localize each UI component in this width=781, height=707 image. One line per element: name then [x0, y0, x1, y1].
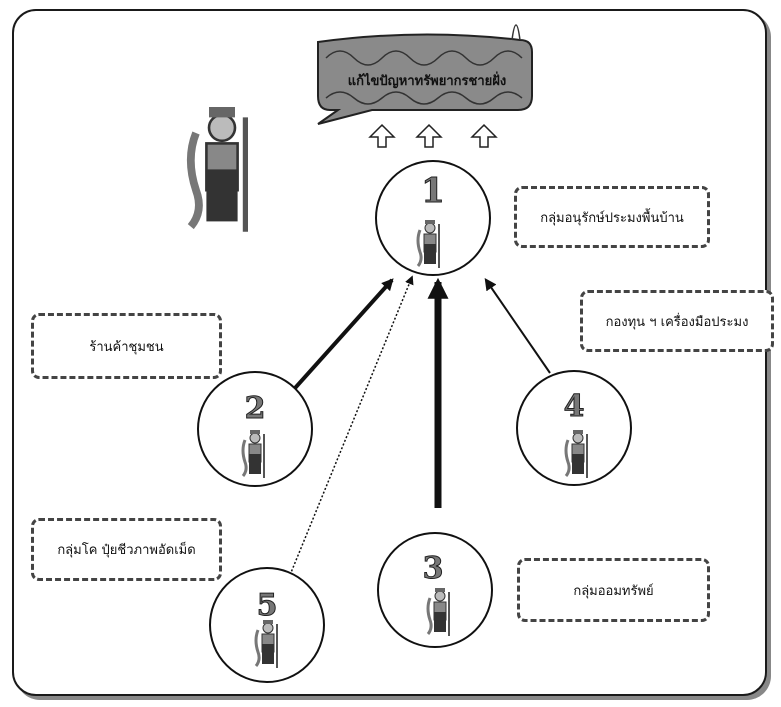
- node-number: 3: [423, 551, 444, 586]
- label-box-node-4: กองทุน ฯ เครื่องมือประมง: [580, 290, 774, 352]
- node-label: กองทุน ฯ เครื่องมือประมง: [605, 314, 749, 330]
- node-circle-1: 1: [375, 160, 491, 276]
- node-circle-5: 5: [209, 567, 325, 683]
- arrow-4-to-1: [484, 278, 551, 374]
- node-number: 1: [421, 171, 445, 211]
- arrow-2-to-1: [285, 278, 394, 399]
- banner-title: แก้ไขปัญหาทรัพยากรชายฝั่ง: [347, 74, 507, 89]
- node-number: 4: [564, 389, 585, 424]
- label-box-node-2: ร้านค้าชุมชน: [31, 313, 222, 379]
- label-box-node-1: กลุ่มอนุรักษ์ประมงพื้นบ้าน: [514, 186, 710, 248]
- up-arrow-icon: [470, 123, 498, 148]
- fisherman-illustration: [191, 107, 246, 232]
- problem-banner-bubble: [317, 24, 533, 125]
- up-arrow-icon: [368, 123, 396, 148]
- label-box-node-5: กลุ่มโค ปุ๋ยชีวภาพอัดเม็ด: [31, 518, 222, 581]
- node-number: 5: [257, 588, 278, 623]
- node-number: 2: [245, 391, 266, 426]
- node-circle-3: 3: [377, 532, 493, 648]
- node-label: กลุ่มโค ปุ๋ยชีวภาพอัดเม็ด: [57, 543, 196, 558]
- arrow-5-to-1: [289, 275, 414, 576]
- label-box-node-3: กลุ่มออมทรัพย์: [517, 558, 710, 622]
- node-label: กลุ่มออมทรัพย์: [573, 583, 654, 599]
- node-circle-4: 4: [516, 370, 632, 486]
- node-label: ร้านค้าชุมชน: [89, 339, 164, 355]
- up-arrow-icon: [415, 123, 443, 148]
- node-circle-2: 2: [197, 371, 313, 487]
- node-label: กลุ่มอนุรักษ์ประมงพื้นบ้าน: [540, 210, 684, 226]
